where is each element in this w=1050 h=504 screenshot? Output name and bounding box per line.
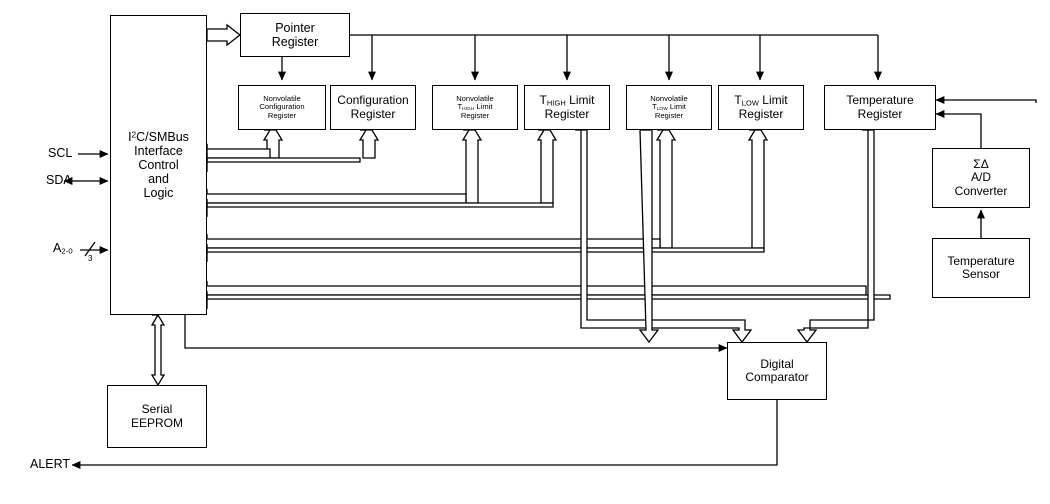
pointer-register-line-0: Pointer [275, 21, 315, 35]
nv-config-line-0: Nonvolatile [263, 93, 301, 103]
temp-sensor-line-1: Sensor [961, 267, 1001, 281]
pin-label-alert: ALERT [30, 457, 71, 471]
nv-thigh-line-2: Register [460, 110, 490, 120]
block-ad-converter[interactable]: ΣΔ A/D Converter [932, 148, 1030, 208]
config-line-0: Configuration [337, 93, 409, 108]
ad-converter-line-1: A/D [970, 170, 991, 185]
nv-config-line-1: Configuration [259, 102, 305, 112]
block-nonvolatile-tlow-limit-register[interactable]: Nonvolatile TLOW Limit Register [626, 85, 712, 130]
thigh-line-0: THIGH Limit [539, 92, 595, 108]
interface-line-4: Logic [143, 186, 174, 200]
nv-config-line-2: Register [267, 110, 297, 120]
pin-label-addr: A2-0 [53, 241, 73, 256]
block-configuration-register[interactable]: Configuration Register [330, 85, 416, 130]
tlow-line-0: TLOW Limit [734, 92, 788, 108]
nv-thigh-line-1: THIGH Limit [457, 102, 493, 112]
nv-tlow-line-0: Nonvolatile [650, 93, 688, 103]
block-interface-control-logic[interactable]: I2C/SMBus Interface Control and Logic [110, 15, 207, 315]
digital-comparator-line-1: Comparator [745, 370, 809, 384]
nv-tlow-line-2: Register [654, 110, 684, 120]
interface-line-3: and [148, 172, 169, 186]
nv-tlow-line-1: TLOW Limit [652, 102, 686, 112]
block-temperature-register[interactable]: Temperature Register [824, 85, 936, 130]
block-nonvolatile-thigh-limit-register[interactable]: Nonvolatile THIGH Limit Register [432, 85, 518, 130]
temp-register-line-0: Temperature [846, 93, 914, 108]
block-nonvolatile-configuration-register[interactable]: Nonvolatile Configuration Register [238, 85, 326, 130]
interface-line-0: I2C/SMBus [128, 130, 189, 144]
bus-width-label-3: 3 [88, 254, 93, 263]
pin-label-sda: SDA [46, 173, 72, 187]
block-tlow-limit-register[interactable]: TLOW Limit Register [718, 85, 804, 130]
pin-label-scl: SCL [48, 146, 73, 160]
digital-comparator-line-0: Digital [760, 356, 794, 371]
tlow-line-1: Register [738, 106, 784, 121]
block-serial-eeprom[interactable]: Serial EEPROM [107, 385, 207, 448]
interface-line-1: Interface [134, 144, 183, 158]
block-digital-comparator[interactable]: Digital Comparator [727, 342, 827, 400]
serial-eeprom-line-0: Serial [141, 402, 173, 417]
pointer-register-line-1: Register [271, 35, 319, 49]
ad-converter-line-0: ΣΔ [973, 156, 989, 171]
serial-eeprom-line-1: EEPROM [130, 415, 183, 430]
nv-thigh-line-0: Nonvolatile [456, 93, 494, 103]
config-line-1: Register [350, 106, 396, 121]
block-pointer-register[interactable]: Pointer Register [240, 13, 350, 57]
thigh-line-1: Register [544, 106, 590, 121]
block-thigh-limit-register[interactable]: THIGH Limit Register [524, 85, 610, 130]
block-temperature-sensor[interactable]: Temperature Sensor [932, 238, 1030, 298]
interface-line-2: Control [138, 158, 179, 172]
temp-register-line-1: Register [857, 106, 903, 121]
temp-sensor-line-0: Temperature [947, 253, 1015, 268]
ad-converter-line-2: Converter [954, 183, 1008, 198]
